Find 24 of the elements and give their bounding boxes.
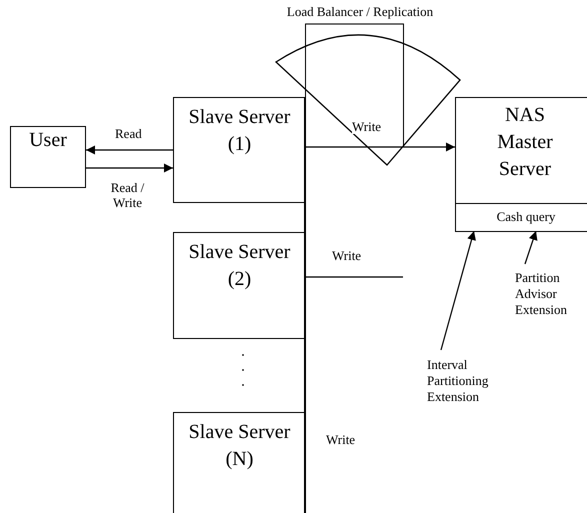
arrow (524, 230, 538, 264)
process-box (10, 126, 86, 188)
node-label: User (28, 128, 68, 153)
node-label: NAS Master Server (496, 103, 554, 182)
process-box (173, 412, 306, 513)
process-box (455, 203, 587, 232)
edge-label: Read (115, 126, 142, 141)
annotation-text: Partition Advisor Extension (515, 270, 568, 318)
annotation-text: Interval Partitioning Extension (427, 357, 490, 405)
edge-label: Write (352, 119, 382, 134)
node-label: Slave Server (N) (188, 420, 292, 472)
arrow (86, 164, 173, 172)
process-box (173, 232, 306, 339)
arrow (440, 230, 476, 350)
arrow (306, 142, 455, 152)
node-label: Slave Server (2) (188, 240, 292, 292)
arrow (86, 146, 173, 154)
text-label: Write (326, 432, 356, 447)
process-box (173, 97, 306, 203)
process-box (455, 97, 587, 231)
edge-label: Write (332, 248, 362, 263)
node-title: Load Balancer / Replication (286, 4, 434, 20)
node-label: Slave Server (1) (188, 105, 292, 157)
node-label: Cash query (496, 208, 556, 225)
